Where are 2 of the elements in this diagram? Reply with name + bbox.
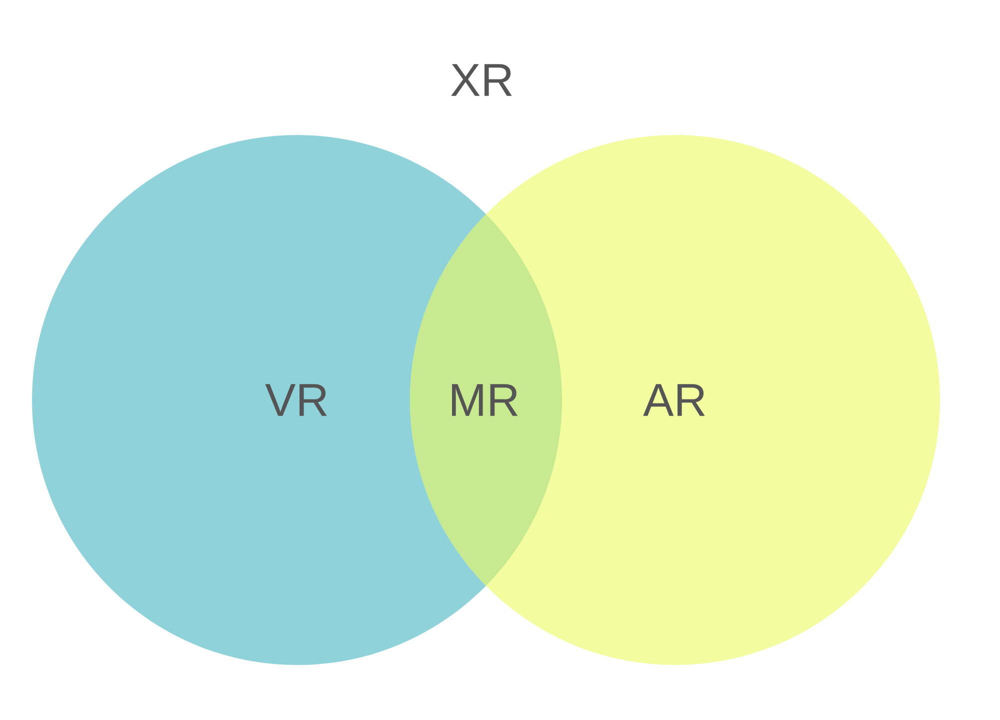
region-label: MR (452, 384, 518, 416)
title: XR (451, 64, 512, 96)
